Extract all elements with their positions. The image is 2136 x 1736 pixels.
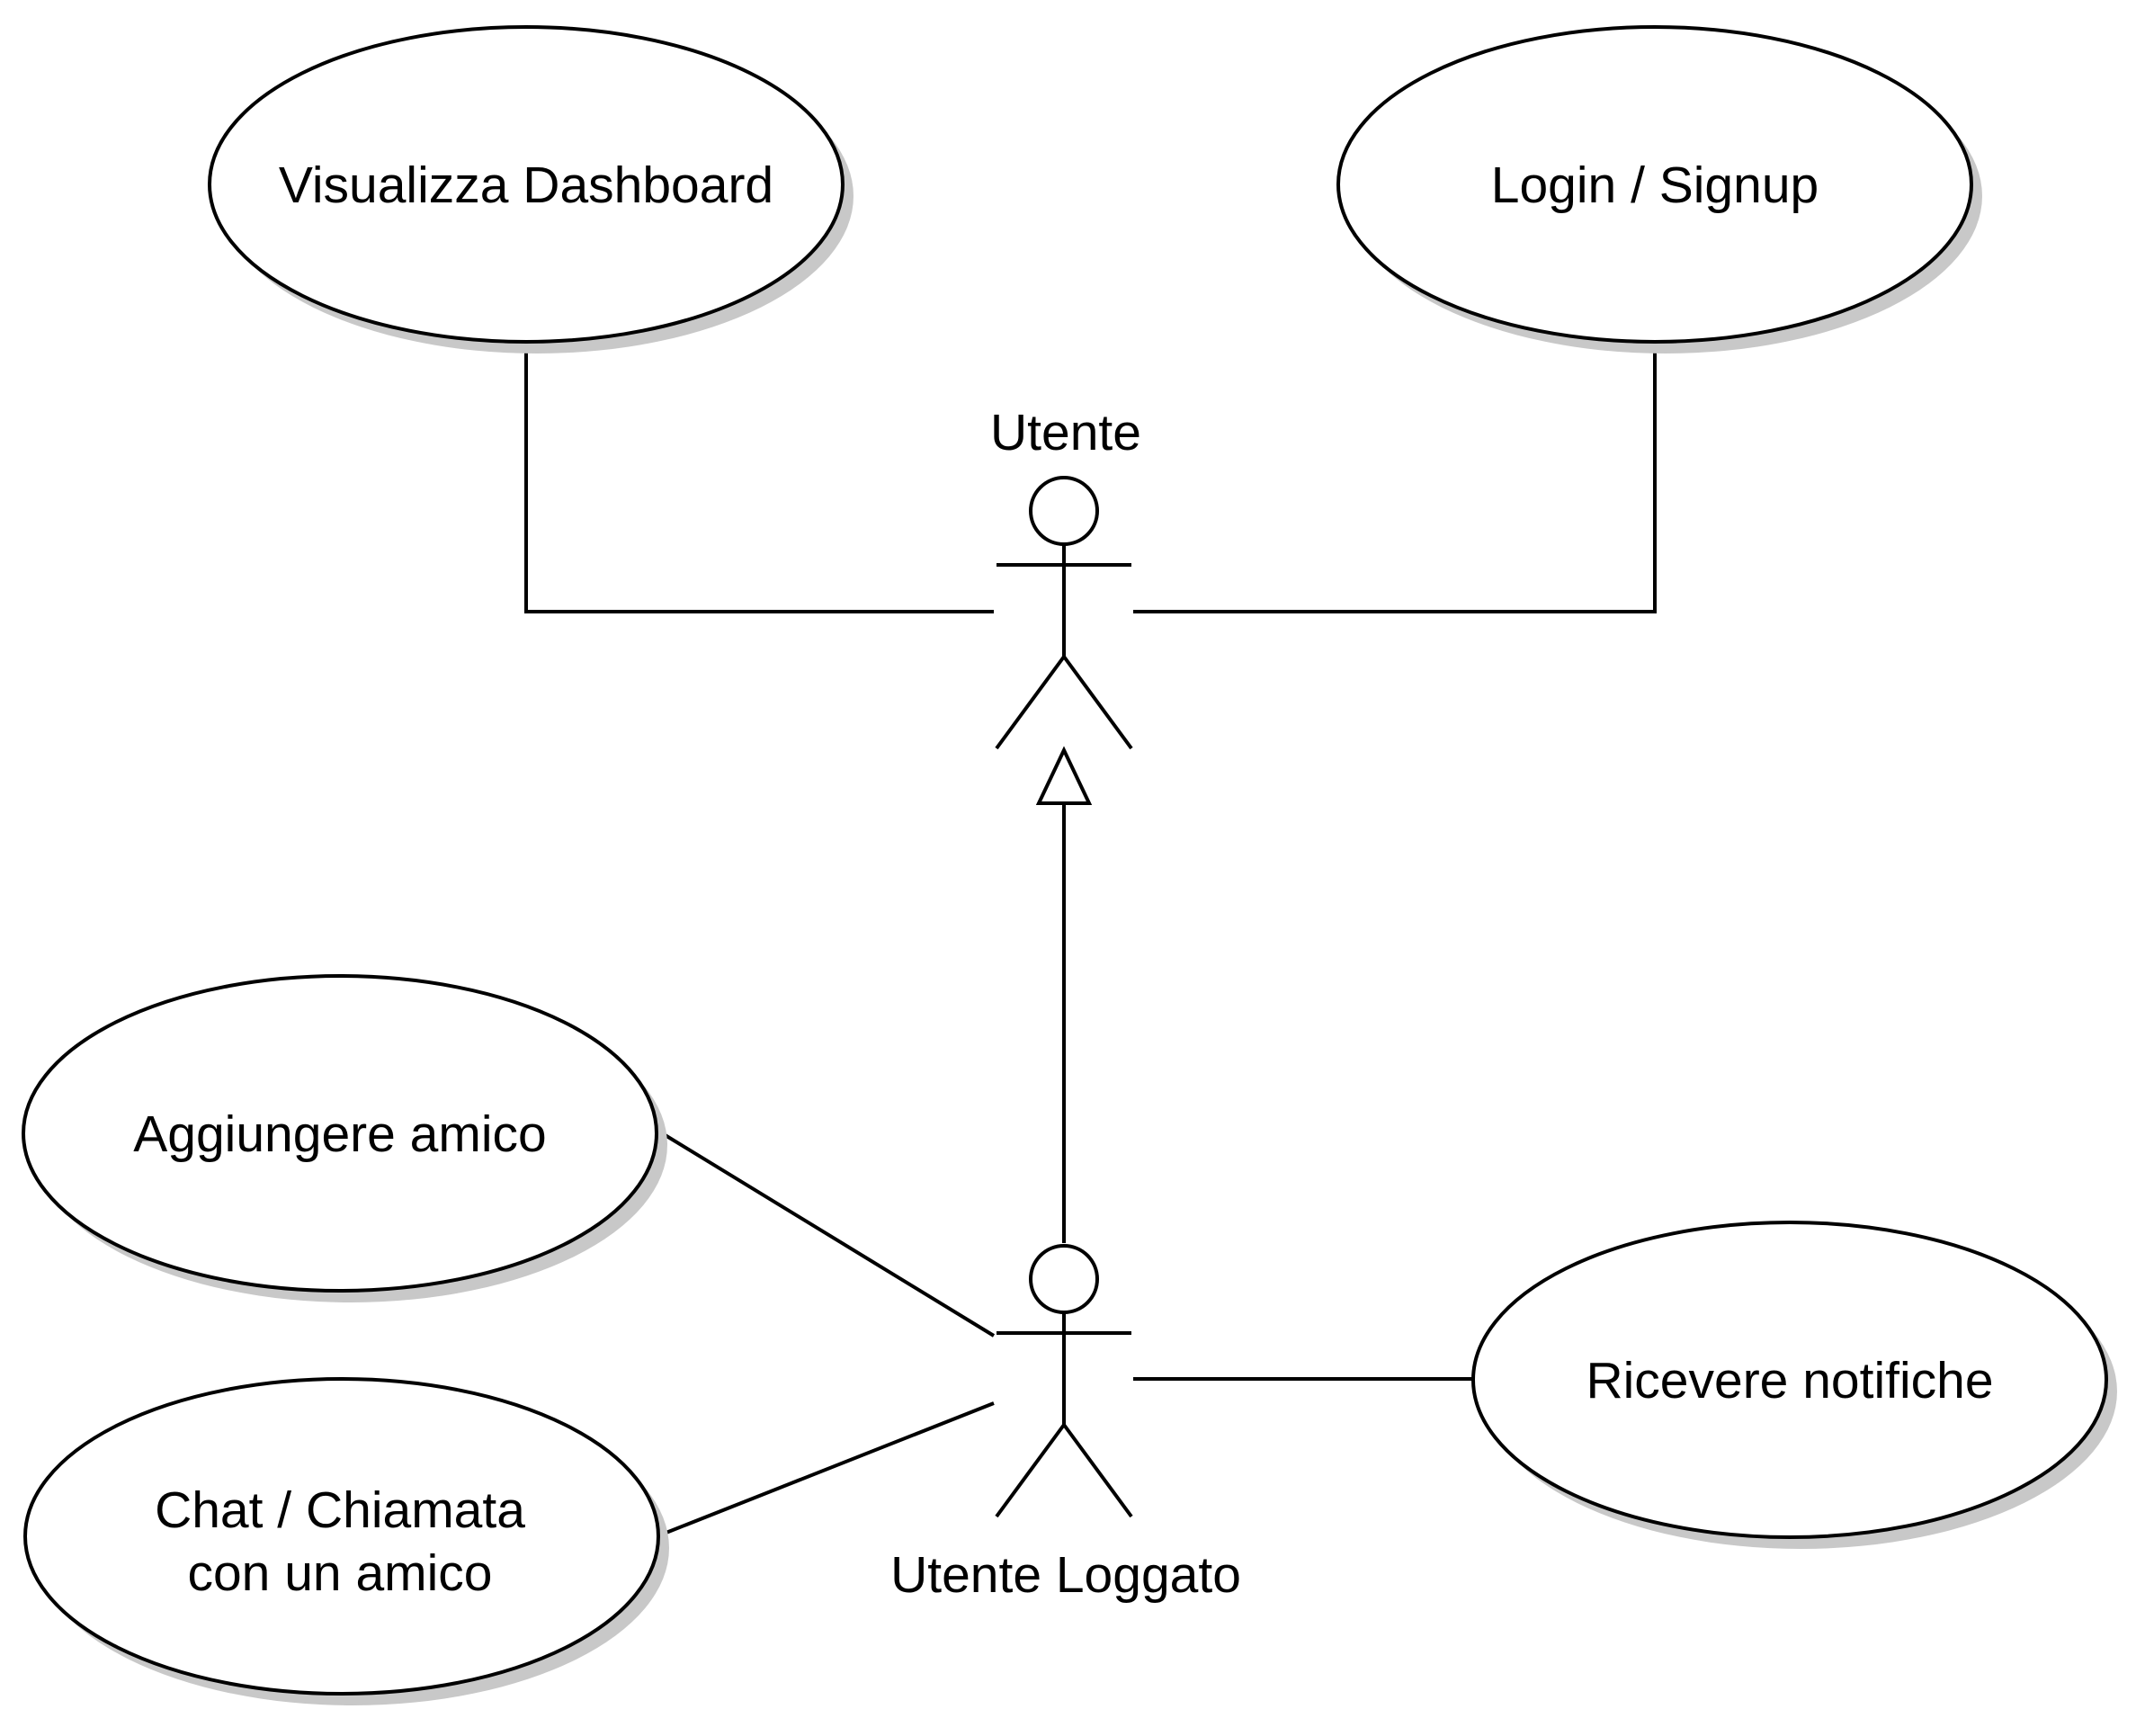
actor-utente-loggato[interactable]: Utente Loggato [890, 1244, 1241, 1604]
use-case-ricevere-notifiche[interactable]: Ricevere notifiche [1471, 1221, 2117, 1549]
use-case-visualizza-dashboard[interactable]: Visualizza Dashboard [208, 25, 854, 353]
stick-figure-icon [995, 1244, 1133, 1518]
use-case-label-line2: con un amico [187, 1544, 492, 1602]
use-case-ellipse [22, 974, 658, 1293]
actor-label: Utente [990, 404, 1141, 461]
use-case-ellipse [23, 1377, 660, 1696]
actor-label: Utente Loggato [890, 1546, 1241, 1604]
association-loggato-add-friend [657, 1130, 996, 1338]
use-case-ellipse [1471, 1221, 2108, 1539]
association-loggato-chat [658, 1401, 995, 1537]
use-case-label: Login / Signup [1491, 157, 1819, 214]
use-case-chat-chiamata[interactable]: Chat / Chiamata con un amico [23, 1377, 669, 1705]
use-case-label: Aggiungere amico [133, 1105, 546, 1163]
association-utente-login [1133, 342, 1657, 613]
actor-utente[interactable]: Utente [990, 404, 1141, 750]
use-case-login-signup[interactable]: Login / Signup [1336, 25, 1982, 353]
use-case-ellipse [1336, 25, 1973, 344]
use-case-aggiungere-amico[interactable]: Aggiungere amico [22, 974, 667, 1302]
use-case-label-line1: Chat / Chiamata [155, 1481, 525, 1539]
association-utente-dashboard [524, 342, 994, 613]
use-case-label: Ricevere notifiche [1586, 1352, 1993, 1409]
connectors [524, 342, 1657, 1537]
stick-figure-icon [995, 476, 1133, 750]
use-case-label: Visualizza Dashboard [279, 157, 773, 214]
generalization-arrowhead [1035, 746, 1093, 805]
use-case-ellipse [208, 25, 845, 344]
